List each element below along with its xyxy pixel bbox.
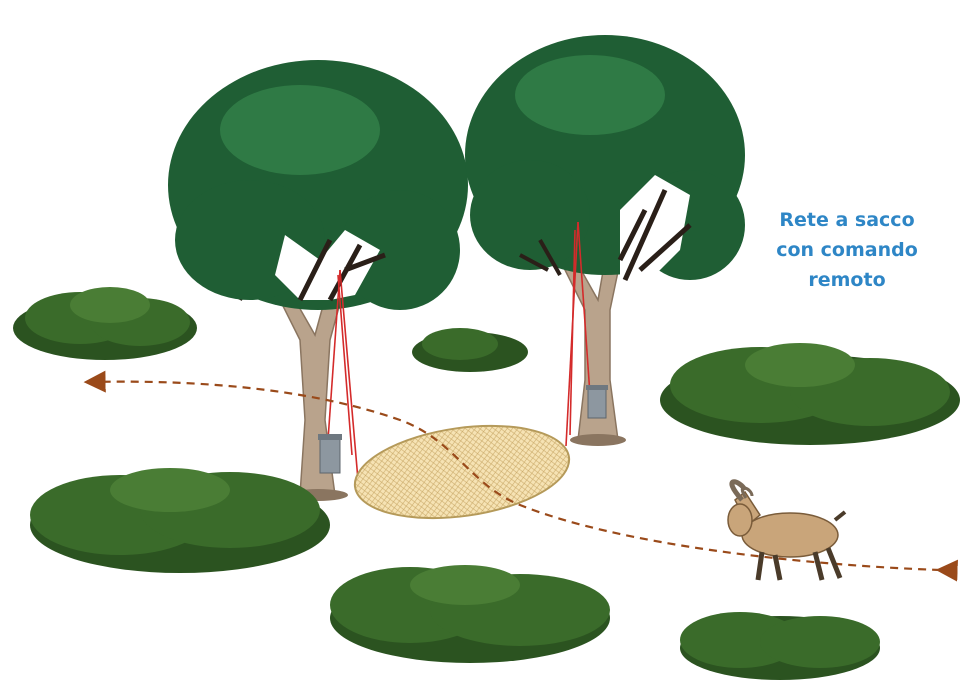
bush-right	[660, 343, 960, 445]
bush-top-left	[13, 287, 197, 360]
caption-rete-a-sacco: Rete a sacco con comando remoto	[742, 205, 952, 295]
bush-bottom-right	[680, 612, 880, 680]
release-box-left	[318, 434, 342, 473]
net-ellipse	[349, 413, 575, 530]
caption-line-3: remoto	[742, 265, 952, 295]
release-box-right	[586, 385, 608, 418]
caption-line-2: con comando	[742, 235, 952, 265]
bush-bottom-center	[330, 565, 610, 663]
ibex-icon	[728, 482, 845, 580]
bush-bottom-left	[30, 468, 330, 573]
bush-small-middle	[412, 328, 528, 372]
caption-line-1: Rete a sacco	[742, 205, 952, 235]
